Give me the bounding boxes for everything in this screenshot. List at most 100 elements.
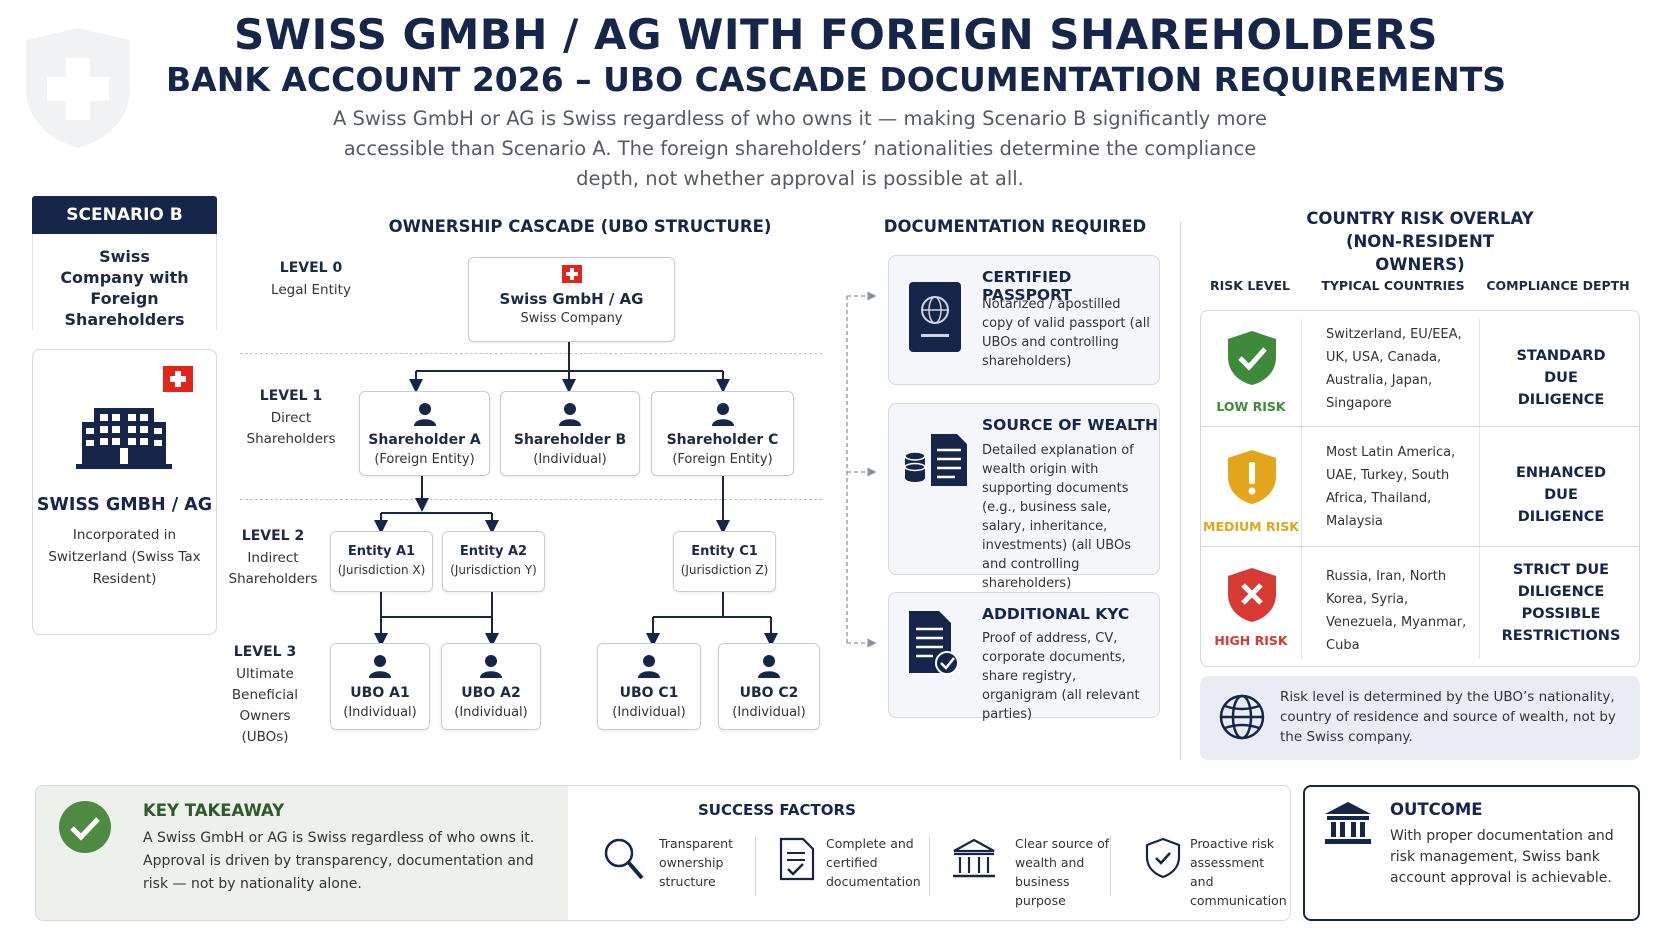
low-risk-shield-icon xyxy=(1228,331,1276,385)
risk-heading: COUNTRY RISK OVERLAY (NON-RESIDENT OWNER… xyxy=(1250,207,1590,276)
success-divider xyxy=(1110,836,1111,896)
entity-c1-node: Entity C1 (Jurisdiction Z) xyxy=(673,531,776,592)
risk-countries: Most Latin America, UAE, Turkey, South A… xyxy=(1326,445,1456,529)
ubo-a2-node: UBO A2 (Individual) xyxy=(441,643,541,730)
outcome-title: OUTCOME xyxy=(1390,800,1483,819)
node-type: (Individual) xyxy=(612,705,686,720)
node-type: (Jurisdiction Y) xyxy=(450,563,537,577)
risk-depth-text: ENHANCED DUE DILIGENCE xyxy=(1515,465,1607,525)
node-type: (Individual) xyxy=(732,705,806,720)
risk-depth-text: STANDARD DUE DILIGENCE xyxy=(1516,348,1606,408)
person-icon xyxy=(758,655,780,678)
risk-heading-text: COUNTRY RISK OVERLAY (NON-RESIDENT OWNER… xyxy=(1306,209,1534,274)
shareholder-b-node: Shareholder B (Individual) xyxy=(500,391,640,476)
document-check-icon xyxy=(779,837,815,881)
node-name: UBO A1 xyxy=(350,685,410,701)
takeaway-text: A Swiss GmbH or AG is Swiss regardless o… xyxy=(143,830,535,892)
risk-col-header: TYPICAL COUNTRIES xyxy=(1321,278,1465,293)
node-name: Entity C1 xyxy=(691,544,758,559)
ubo-c2-node: UBO C2 (Individual) xyxy=(718,643,820,730)
level-description: Indirect Shareholders xyxy=(228,550,318,587)
globe-icon xyxy=(1219,694,1265,740)
takeaway-title: KEY TAKEAWAY xyxy=(143,801,285,820)
bank-icon xyxy=(953,838,995,878)
risk-level-label: MEDIUM RISK xyxy=(1203,519,1299,534)
risk-note: Risk level is determined by the UBO’s na… xyxy=(1200,676,1640,760)
root-entity-node: Swiss GmbH / AG Swiss Company xyxy=(468,257,675,342)
swiss-flag-icon xyxy=(163,366,193,392)
intro-text: A Swiss GmbH or AG is Swiss regardless o… xyxy=(332,107,1267,190)
risk-note-text: Risk level is determined by the UBO’s na… xyxy=(1280,689,1616,745)
risk-row-divider xyxy=(1201,546,1639,547)
level-description: Legal Entity xyxy=(271,282,351,298)
doc-title: SOURCE OF WEALTH xyxy=(982,416,1158,434)
scenario-description: Swiss Company with Foreign Shareholders xyxy=(32,234,217,330)
node-name: UBO C2 xyxy=(739,685,799,701)
passport-icon xyxy=(909,282,961,352)
success-factors-panel: SUCCESS FACTORS Transparent ownership st… xyxy=(568,785,1291,921)
node-type: Swiss Company xyxy=(520,311,623,326)
person-icon xyxy=(638,655,660,678)
risk-level-label: LOW RISK xyxy=(1216,399,1286,414)
doc-text: Notarized / apostilled copy of valid pas… xyxy=(982,297,1150,369)
outcome-panel: OUTCOME With proper documentation and ri… xyxy=(1303,785,1640,921)
node-name: Swiss GmbH / AG xyxy=(499,290,644,308)
bank-icon xyxy=(1325,802,1371,844)
level-0: LEVEL 0 Legal Entity xyxy=(256,260,366,301)
documentation-heading: DOCUMENTATION REQUIRED xyxy=(883,217,1147,236)
doc-title: CERTIFIED PASSPORT xyxy=(982,268,1072,304)
magnifier-icon xyxy=(604,838,644,880)
shareholder-a-node: Shareholder A (Foreign Entity) xyxy=(359,391,490,476)
ubo-c1-node: UBO C1 (Individual) xyxy=(597,643,701,730)
risk-col-header: COMPLIANCE DEPTH xyxy=(1486,278,1630,293)
success-factor-text: Clear source of wealth and business purp… xyxy=(1015,836,1110,908)
node-name: Shareholder C xyxy=(666,432,779,448)
doc-card-additional-kyc: ADDITIONAL KYC Proof of address, CV, cor… xyxy=(888,592,1160,722)
company-card: SWISS GMBH / AG Incorporated in Switzerl… xyxy=(32,349,217,635)
risk-level-label: HIGH RISK xyxy=(1214,633,1288,648)
doc-text: Proof of address, CV, corporate document… xyxy=(982,631,1140,722)
swiss-flag-icon xyxy=(561,265,582,283)
node-type: (Individual) xyxy=(343,705,417,720)
shield-check-icon xyxy=(1145,837,1181,879)
risk-countries: Switzerland, EU/EEA, UK, USA, Canada, Au… xyxy=(1326,327,1462,411)
person-icon xyxy=(559,403,581,426)
risk-row-divider xyxy=(1201,426,1639,427)
person-icon xyxy=(711,403,734,426)
high-risk-shield-icon xyxy=(1228,568,1276,622)
node-type: (Foreign Entity) xyxy=(374,452,475,467)
level-1: LEVEL 1 Direct Shareholders xyxy=(236,388,346,450)
node-type: (Individual) xyxy=(533,452,607,467)
key-takeaway-panel: KEY TAKEAWAY A Swiss GmbH or AG is Swiss… xyxy=(35,785,570,921)
success-factor-text: Transparent ownership structure xyxy=(659,836,734,889)
node-name: UBO A2 xyxy=(461,685,521,701)
level-2: LEVEL 2 Indirect Shareholders xyxy=(218,528,328,590)
building-icon xyxy=(76,408,172,469)
page-subtitle: BANK ACCOUNT 2026 – UBO CASCADE DOCUMENT… xyxy=(166,60,1506,99)
kyc-document-icon xyxy=(909,611,959,675)
check-circle-icon xyxy=(59,801,111,853)
person-icon xyxy=(480,655,502,678)
risk-col-divider xyxy=(1301,319,1302,659)
doc-title: ADDITIONAL KYC xyxy=(982,605,1130,623)
level-description: Ultimate Beneficial Owners (UBOs) xyxy=(231,666,299,745)
risk-depth: STANDARD DUE DILIGENCE xyxy=(1481,345,1641,411)
risk-col-header: RISK LEVEL xyxy=(1210,278,1290,293)
risk-col-divider xyxy=(1479,319,1480,659)
medium-risk-shield-icon xyxy=(1228,450,1276,504)
level-separator xyxy=(240,499,822,500)
node-type: (Individual) xyxy=(454,705,528,720)
risk-table: LOW RISK Switzerland, EU/EEA, UK, USA, C… xyxy=(1200,310,1640,667)
ubo-a1-node: UBO A1 (Individual) xyxy=(330,643,430,730)
level-label: LEVEL 0 xyxy=(279,260,343,276)
success-factor-text: Proactive risk assessment and communicat… xyxy=(1190,836,1287,908)
cascade-heading: OWNERSHIP CASCADE (UBO STRUCTURE) xyxy=(388,217,772,236)
company-description: Incorporated in Switzerland (Swiss Tax R… xyxy=(33,524,216,590)
risk-depth-text: STRICT DUE DILIGENCE POSSIBLE RESTRICTIO… xyxy=(1501,562,1621,644)
node-name: Shareholder B xyxy=(513,432,627,448)
person-icon xyxy=(413,403,436,426)
success-divider xyxy=(929,836,930,896)
node-type: (Foreign Entity) xyxy=(672,452,773,467)
entity-a1-node: Entity A1 (Jurisdiction X) xyxy=(330,531,433,592)
